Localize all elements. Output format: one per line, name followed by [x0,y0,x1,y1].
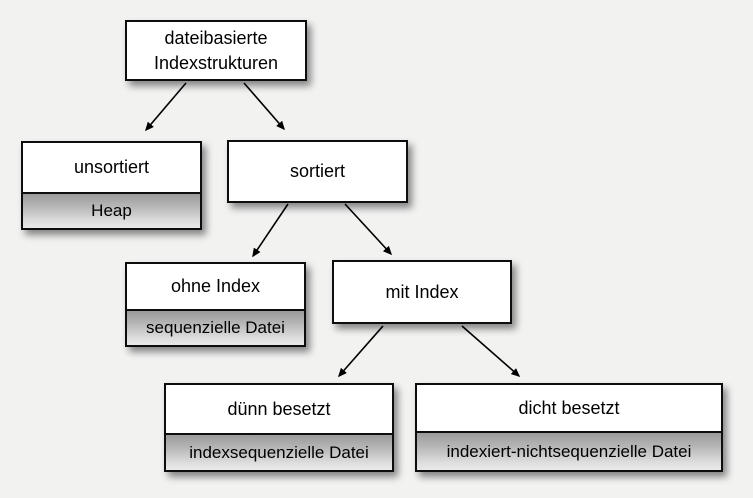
node-ohne-index: ohne Index sequenzielle Datei [125,262,306,347]
edge-mit-index-dicht-besetzt [461,325,521,377]
node-root-label: dateibasierte Indexstrukturen [127,22,305,79]
node-ohne-index-label: ohne Index [127,264,304,309]
node-unsortiert-label: unsortiert [23,143,200,192]
node-dicht-besetzt-label-text: dicht besetzt [518,397,620,418]
node-mit-index: mit Index [332,260,512,324]
edge-mit-index-duenn-besetzt [338,325,384,378]
node-duenn-besetzt-sublabel: indexsequenzielle Datei [166,433,392,470]
node-mit-index-label-text: mit Index [385,281,459,302]
node-unsortiert: unsortiert Heap [21,141,202,230]
edge-sortiert-ohne-index [252,203,289,258]
node-root-label-line1: dateibasierte [164,28,268,49]
node-sortiert-label-text: sortiert [289,161,345,182]
node-duenn-besetzt-label-text: dünn besetzt [227,398,331,419]
node-ohne-index-label-text: ohne Index [170,276,261,297]
node-dicht-besetzt-sublabel-text: indexiert-nichtsequenzielle Datei [446,441,692,461]
node-duenn-besetzt: dünn besetzt indexsequenzielle Datei [164,383,394,472]
edge-sortiert-mit-index [344,203,393,256]
node-ohne-index-sublabel-text: sequenzielle Datei [146,318,285,337]
node-mit-index-label: mit Index [334,262,510,322]
edge-root-unsortiert [145,82,187,132]
node-dicht-besetzt: dicht besetzt indexiert-nichtsequenziell… [415,383,723,472]
node-root-label-line2: Indexstrukturen [153,52,279,73]
node-unsortiert-sublabel: Heap [23,192,200,228]
node-unsortiert-label-text: unsortiert [73,157,150,178]
edge-root-sortiert [243,82,285,131]
node-dicht-besetzt-label: dicht besetzt [417,385,721,431]
node-duenn-besetzt-label: dünn besetzt [166,385,392,433]
node-dateibasierte-indexstrukturen: dateibasierte Indexstrukturen [125,20,307,81]
node-sortiert: sortiert [227,140,408,203]
node-dicht-besetzt-sublabel: indexiert-nichtsequenzielle Datei [417,431,721,470]
node-sortiert-label: sortiert [229,142,406,201]
node-ohne-index-sublabel: sequenzielle Datei [127,309,304,345]
node-duenn-besetzt-sublabel-text: indexsequenzielle Datei [189,442,369,462]
node-unsortiert-sublabel-text: Heap [91,201,132,220]
